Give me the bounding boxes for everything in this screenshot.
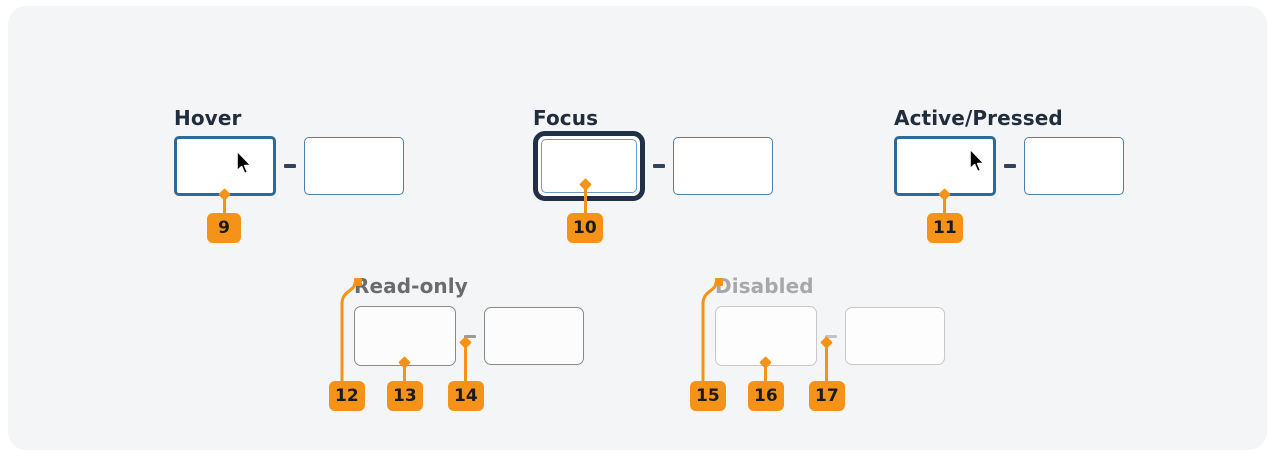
field-separator-active <box>996 164 1024 168</box>
separator-dash-icon <box>653 164 665 168</box>
state-group-readonly: Read-only 12 13 14 <box>329 274 614 414</box>
secondary-input-focus[interactable] <box>673 137 773 195</box>
marker-badge-17[interactable]: 17 <box>809 381 845 411</box>
focus-inner-border <box>541 139 637 193</box>
marker-badge-10[interactable]: 10 <box>567 213 603 243</box>
field-separator-hover <box>276 164 304 168</box>
state-group-hover: Hover 9 <box>174 106 414 246</box>
marker-badge-16[interactable]: 16 <box>748 381 784 411</box>
marker-badge-11[interactable]: 11 <box>927 213 963 243</box>
group-title-focus: Focus <box>533 106 599 130</box>
separator-dash-icon <box>1004 164 1016 168</box>
annotation-canvas: Hover 9 Focus <box>8 6 1267 450</box>
field-row-readonly <box>354 306 584 366</box>
primary-input-active[interactable] <box>894 136 996 196</box>
separator-dash-icon <box>284 164 296 168</box>
field-row-active <box>894 136 1124 196</box>
state-group-active: Active/Pressed 11 <box>894 106 1144 246</box>
group-title-readonly: Read-only <box>354 274 468 298</box>
field-separator-readonly <box>456 334 484 338</box>
secondary-input-hover[interactable] <box>304 137 404 195</box>
group-title-hover: Hover <box>174 106 242 130</box>
marker-badge-15[interactable]: 15 <box>690 381 726 411</box>
group-title-disabled: Disabled <box>715 274 814 298</box>
primary-input-readonly[interactable] <box>354 306 456 366</box>
marker-stem <box>943 194 946 220</box>
separator-dash-icon <box>464 334 476 338</box>
marker-badge-9[interactable]: 9 <box>207 213 241 243</box>
separator-dash-icon <box>825 334 837 338</box>
marker-badge-13[interactable]: 13 <box>387 381 423 411</box>
field-row-hover <box>174 136 404 196</box>
field-separator-disabled <box>817 334 845 338</box>
state-group-focus: Focus 10 <box>533 106 773 246</box>
field-row-focus <box>533 131 773 201</box>
marker-stem <box>223 194 226 220</box>
secondary-input-readonly[interactable] <box>484 307 584 365</box>
field-separator-focus <box>645 164 673 168</box>
group-title-active: Active/Pressed <box>894 106 1063 130</box>
secondary-input-disabled <box>845 307 945 365</box>
state-group-disabled: Disabled 15 16 17 <box>690 274 975 414</box>
marker-badge-14[interactable]: 14 <box>448 381 484 411</box>
primary-input-hover[interactable] <box>174 136 276 196</box>
secondary-input-active[interactable] <box>1024 137 1124 195</box>
primary-input-disabled <box>715 306 817 366</box>
marker-badge-12[interactable]: 12 <box>329 381 365 411</box>
field-row-disabled <box>715 306 945 366</box>
primary-input-focus[interactable] <box>533 131 645 201</box>
